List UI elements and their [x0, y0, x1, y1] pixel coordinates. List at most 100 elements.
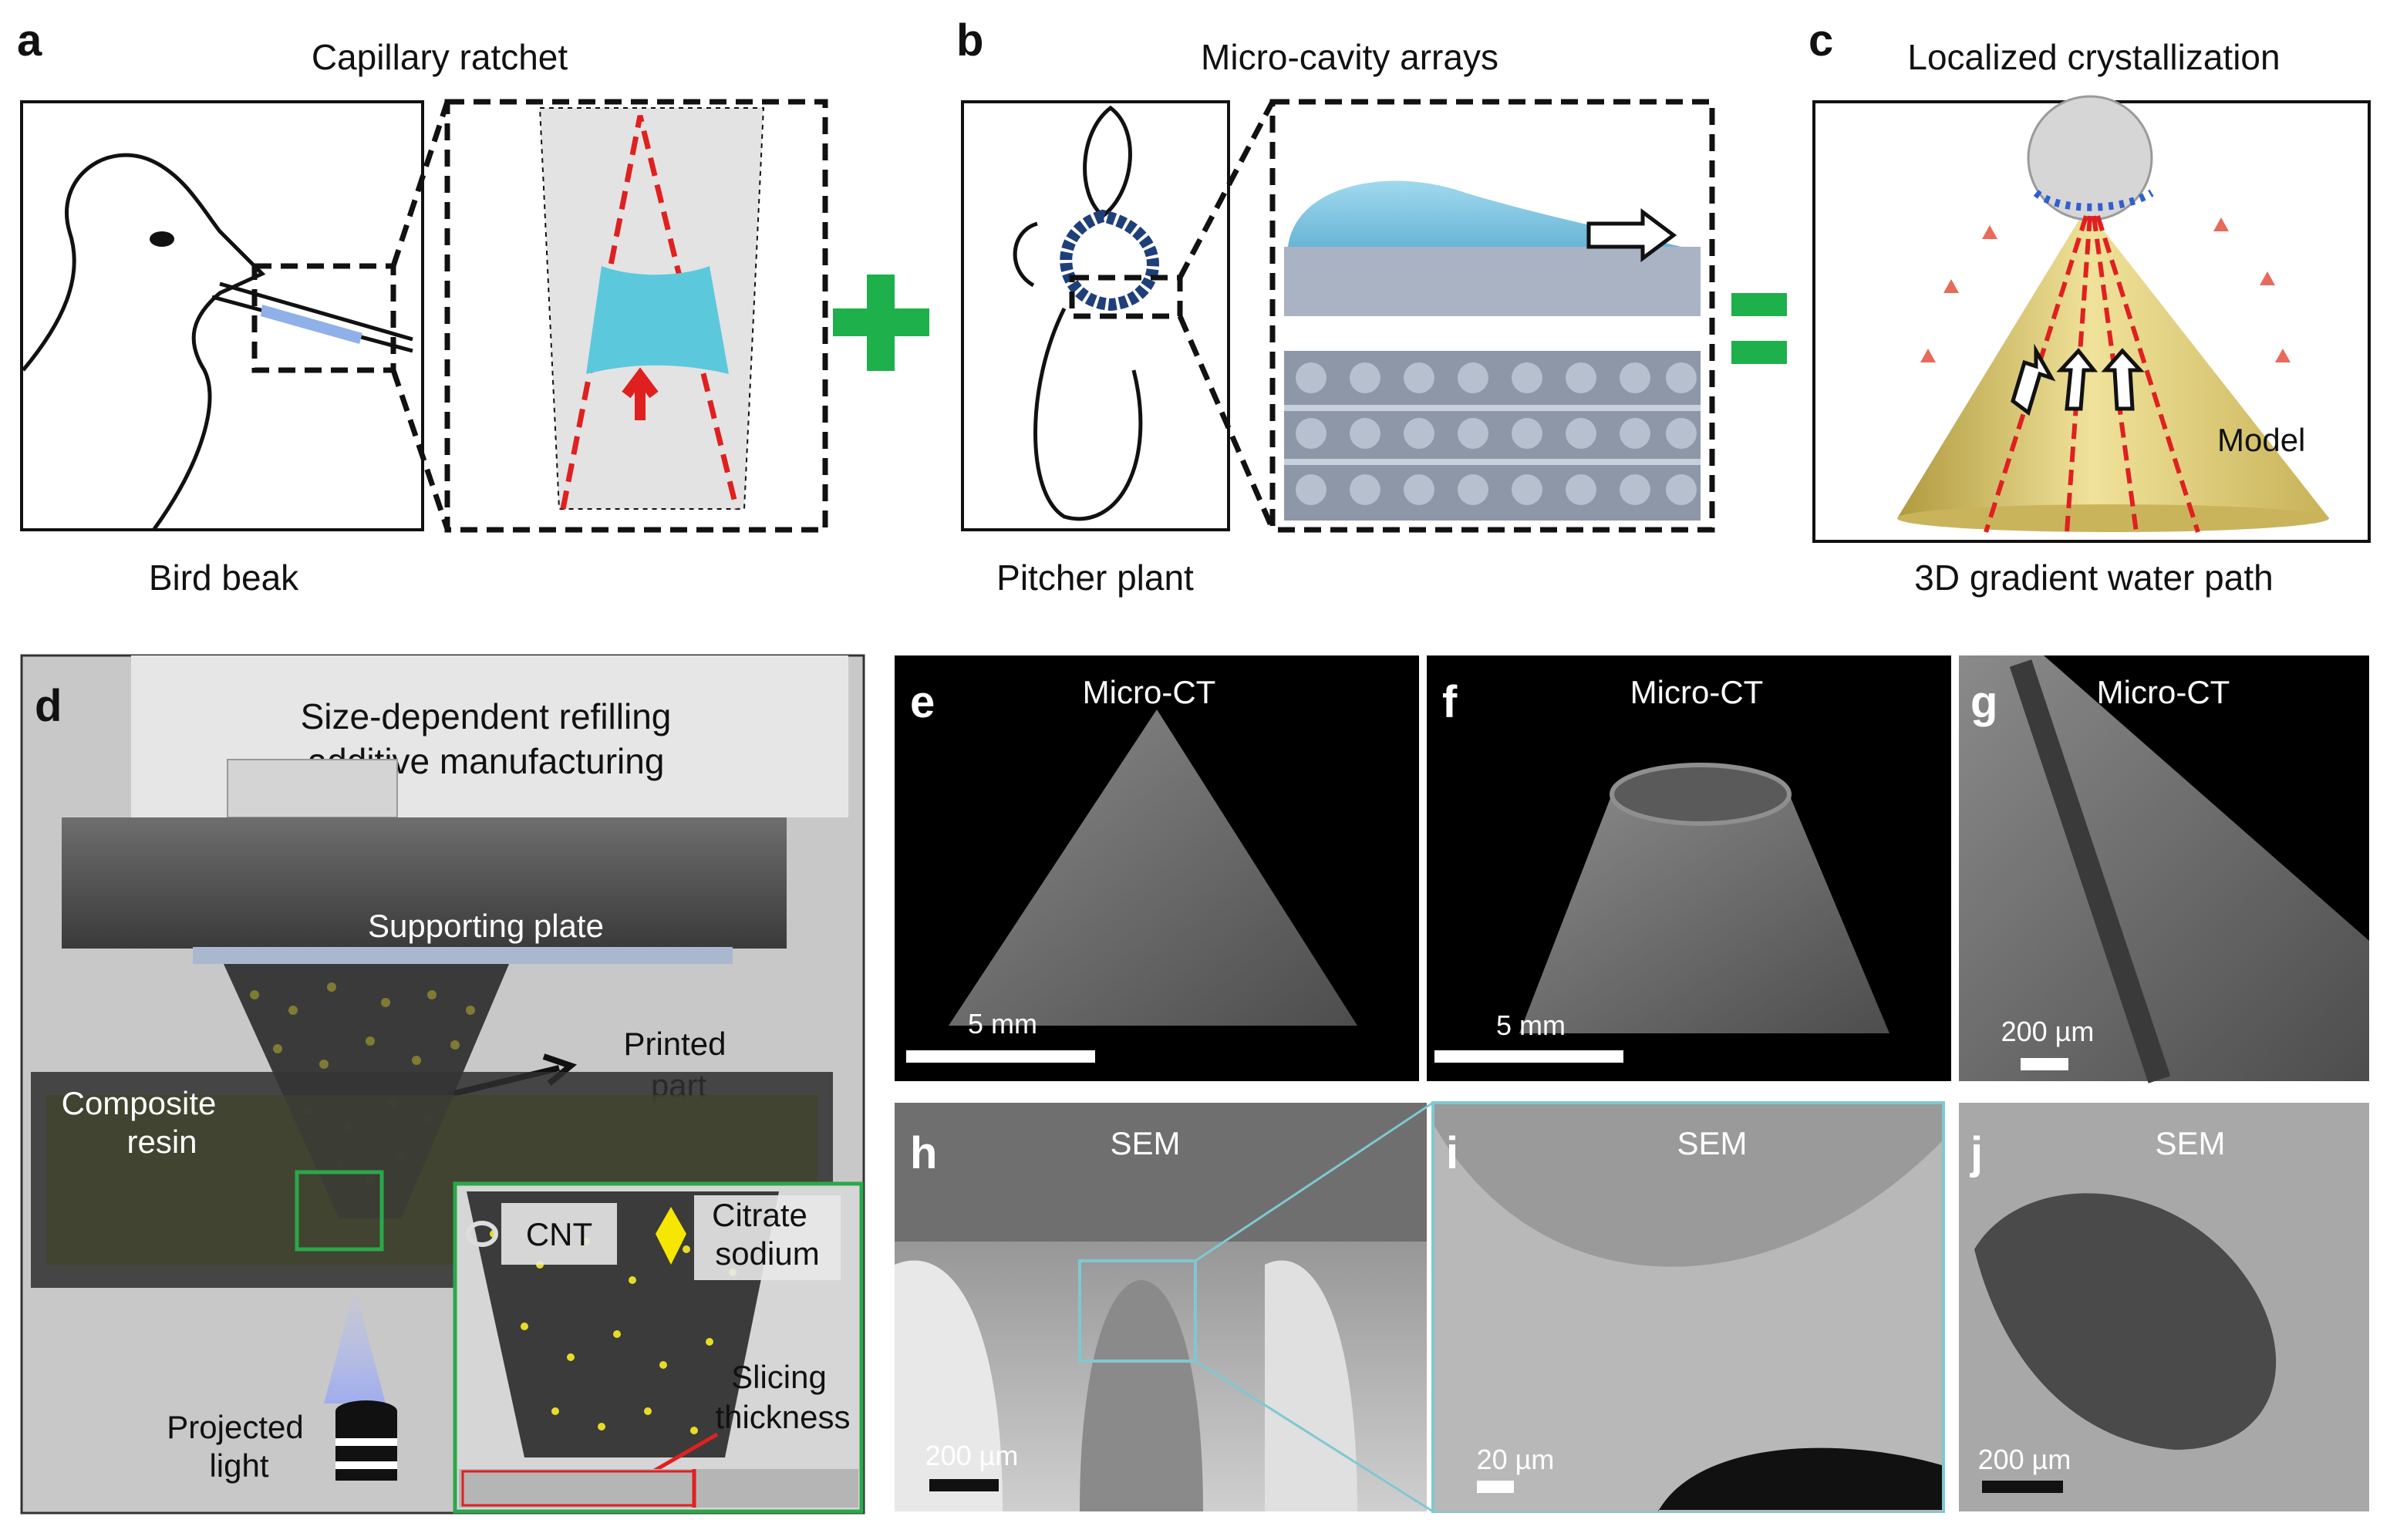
- cnt-ring-icon: [466, 1221, 498, 1247]
- citrate-label-box: [694, 1195, 841, 1280]
- pitcher-box: [961, 100, 1230, 531]
- sem-cavity-shadow: [1658, 1447, 1942, 1511]
- bird-head-outline: [22, 153, 266, 531]
- panel-d-title-line1: Size-dependent refilling: [301, 696, 672, 736]
- motor-block: [227, 759, 398, 818]
- vapor-arrows: [1920, 217, 2291, 362]
- panel-f: f Micro-CT 5 mm: [1427, 655, 1951, 1081]
- panel-label-d: d: [35, 681, 62, 731]
- inset-locator-box: [295, 1170, 384, 1252]
- panel-j-scale-label: 200 µm: [1978, 1444, 2071, 1475]
- cnt-label-box: [501, 1203, 617, 1265]
- ct-cone-top-opening: [1610, 763, 1792, 826]
- panel-a-caption: Bird beak: [149, 558, 299, 598]
- panel-j-scale-bar: [1982, 1481, 2063, 1493]
- sem-cone-ridge: [1080, 1280, 1203, 1511]
- panel-g-method: Micro-CT: [2097, 674, 2230, 710]
- model-label: Model: [2217, 422, 2305, 458]
- cavity-side-profile: [1284, 247, 1701, 316]
- pitcher-peristome: [1060, 209, 1159, 312]
- panel-label-h: h: [910, 1128, 937, 1178]
- ct-cone: [949, 709, 1357, 1026]
- panel-label-a: a: [17, 15, 42, 66]
- citrate-diamond-icon: [656, 1207, 686, 1265]
- pitcher-tendril: [1013, 221, 1038, 288]
- zoom-lines-b: [1177, 100, 1276, 531]
- resin-slice-layer: [459, 1469, 858, 1508]
- printed-cone-submerged: [224, 964, 509, 1218]
- beak-water-drop: [261, 305, 362, 344]
- sem-porous-surface: [1434, 1126, 1942, 1511]
- panel-d: d Size-dependent refilling additive manu…: [20, 654, 865, 1515]
- projector: [335, 1400, 397, 1481]
- panel-c-caption: 3D gradient water path: [1914, 558, 2273, 598]
- cnt-label: CNT: [526, 1216, 592, 1252]
- panel-i-method: SEM: [1677, 1125, 1747, 1161]
- panel-h: h SEM 200 µm: [895, 1103, 1427, 1511]
- panel-label-i: i: [1446, 1128, 1458, 1178]
- panel-label-g: g: [1970, 677, 1997, 727]
- composite-resin-label-line1: Composite: [62, 1085, 217, 1121]
- panel-f-scale-label: 5 mm: [1496, 1009, 1566, 1041]
- panel-label-e: e: [910, 677, 935, 727]
- panel-label-c: c: [1809, 15, 1833, 66]
- panel-label-f: f: [1442, 677, 1458, 727]
- panel-h-method: SEM: [1110, 1125, 1180, 1161]
- ct-groove: [2009, 659, 2171, 1083]
- panel-a-title: Capillary ratchet: [312, 37, 568, 77]
- ct-truncated-cone: [1519, 794, 1889, 1033]
- ratchet-zoom-box: [444, 99, 828, 533]
- bird-eye: [150, 231, 174, 247]
- panel-label-b: b: [956, 15, 983, 66]
- panel-e-scale-label: 5 mm: [968, 1008, 1037, 1040]
- panel-h-scale-label: 200 µm: [925, 1440, 1019, 1471]
- microcavity-zoom-box: [1269, 99, 1715, 533]
- spread-direction-arrow: [1586, 208, 1677, 262]
- panel-b-title: Micro-cavity arrays: [1201, 37, 1498, 77]
- panel-i-scale-bar: [1477, 1481, 1514, 1493]
- panel-e-method: Micro-CT: [1083, 674, 1216, 710]
- plus-symbol: [833, 275, 929, 371]
- zoom-lines-a: [390, 100, 450, 531]
- peristome-zoom-box: [1069, 275, 1183, 319]
- panel-f-method: Micro-CT: [1630, 674, 1764, 710]
- panel-j: j SEM 200 µm: [1959, 1103, 2369, 1511]
- panel-e: e Micro-CT 5 mm: [895, 655, 1419, 1081]
- upward-red-arrow: [622, 367, 659, 420]
- panel-g-scale-label: 200 µm: [2001, 1016, 2095, 1047]
- light-beam: [324, 1288, 386, 1404]
- upward-flow-arrows: [2011, 343, 2145, 416]
- water-plug: [586, 266, 729, 374]
- plate-underside: [193, 947, 733, 964]
- printed-part-label-line1: Printed: [623, 1026, 726, 1062]
- panel-h-scale-bar: [929, 1479, 999, 1491]
- panel-f-scale-bar: [1434, 1050, 1623, 1063]
- supporting-plate-label: Supporting plate: [368, 908, 604, 944]
- cone-base: [1897, 504, 2329, 532]
- panel-g: g Micro-CT 200 µm: [1959, 655, 2369, 1083]
- panel-c: c Localized crystallization Model 3D gra…: [1809, 15, 2371, 598]
- panel-i-scale-label: 20 µm: [1477, 1444, 1555, 1475]
- cavity-array-top-view: [1284, 351, 1701, 521]
- panel-e-scale-bar: [906, 1050, 1095, 1063]
- equals-symbol: [1731, 293, 1787, 364]
- citrate-label-line2: sodium: [715, 1235, 819, 1272]
- citrate-label-line1: Citrate: [712, 1197, 807, 1233]
- sem-zoom-lines: [1195, 1101, 1434, 1513]
- panel-b: b Micro-cavity arrays Pitcher plant: [956, 15, 1715, 598]
- panel-j-method: SEM: [2155, 1125, 2225, 1161]
- sem-zoom-box: [1078, 1259, 1197, 1363]
- blue-evaporation-arrows: [2033, 189, 2154, 211]
- pitcher-body: [1033, 307, 1143, 521]
- sem-upper-surface: [895, 1103, 1427, 1242]
- red-taper-lines: [560, 115, 740, 510]
- panel-g-scale-bar: [2021, 1058, 2068, 1070]
- panel-label-j: j: [1970, 1128, 1983, 1178]
- panel-i: i SEM 20 µm: [1431, 1101, 1945, 1513]
- beak-zoom-box: [251, 263, 396, 373]
- panel-a: a Capillary ratchet Bird beak: [17, 15, 828, 598]
- panel-c-title: Localized crystallization: [1907, 37, 2280, 77]
- slicing-thickness-label-line1: Slicing: [731, 1359, 827, 1395]
